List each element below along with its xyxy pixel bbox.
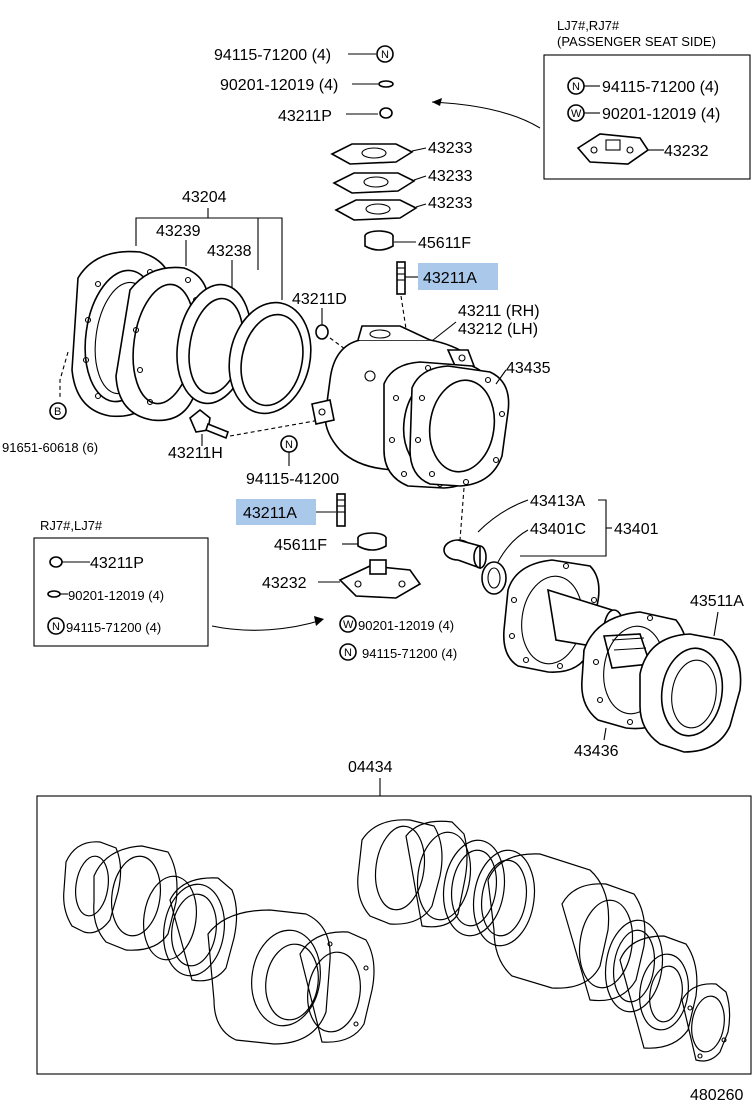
highlight-43211A-top [418, 263, 498, 290]
inset-top-title-2: (PASSENGER SEAT SIDE) [557, 34, 716, 49]
pointer-arrow-top [431, 101, 541, 129]
symbol-n-text-top: N [381, 49, 389, 61]
inset-passenger-side: LJ7#,RJ7# (PASSENGER SEAT SIDE) N 94115-… [543, 18, 751, 180]
highlight-43211A-bottom [236, 499, 316, 525]
label-43233-b[interactable]: 43233 [428, 168, 473, 185]
symbol-n-text-right: N [344, 647, 352, 659]
bushing-45611F-top [364, 230, 394, 251]
label-43204[interactable]: 43204 [182, 189, 227, 206]
nut-icon [379, 107, 393, 119]
washer-icon-inset [47, 590, 61, 598]
label-43413A[interactable]: 43413A [530, 493, 585, 510]
gasket-kit-left-group [63, 841, 375, 1045]
symbol-n-text-inset: N [52, 621, 60, 633]
label-04434[interactable]: 04434 [348, 759, 393, 776]
gasket-43233-3 [334, 199, 418, 221]
circle-n-symbol-right [339, 643, 357, 661]
gasket-43233-1 [330, 143, 414, 165]
arrowhead-top [432, 98, 442, 106]
circle-n-symbol-top [376, 45, 394, 63]
inset-left-frame [33, 537, 209, 647]
oil-seal-ring [228, 301, 312, 415]
label-94115-71200-top[interactable]: 94115-71200 (4) [214, 47, 331, 64]
plate-43232-inset-icon [576, 133, 650, 165]
bolt-43211H [189, 408, 229, 440]
centerline-hub [459, 487, 465, 541]
stud-43211A-bottom [336, 493, 346, 527]
label-43436[interactable]: 43436 [574, 743, 619, 760]
label-43211A-bottom[interactable]: 43211A [243, 505, 297, 522]
nut-icon-inset [49, 556, 63, 568]
stud-43211A-top [396, 261, 406, 295]
label-90201-12019-top[interactable]: 90201-12019 (4) [220, 77, 338, 94]
inset-top-frame [543, 54, 751, 180]
plug-43211D [315, 324, 329, 340]
label-43211A-top[interactable]: 43211A [423, 270, 477, 287]
gasket-kit-frame [36, 795, 752, 1075]
plate-43232-bottom [338, 559, 422, 599]
label-90201-12019-right[interactable]: 90201-12019 (4) [358, 618, 454, 633]
label-43233-c[interactable]: 43233 [428, 195, 473, 212]
label-94115-71200-inset[interactable]: 94115-71200 (4) [602, 79, 719, 96]
label-94115-41200[interactable]: 94115-41200 [246, 471, 339, 488]
bearing-43401C [481, 561, 507, 595]
label-90201-12019-inset[interactable]: 90201-12019 (4) [602, 106, 720, 123]
label-43232-bottom[interactable]: 43232 [262, 575, 307, 592]
symbol-b-text: B [54, 406, 61, 418]
label-45611F-bottom[interactable]: 45611F [274, 537, 327, 554]
symbol-w-text: W [571, 108, 582, 120]
symbol-n-text: N [572, 81, 580, 93]
inset-driver-side: RJ7#,LJ7# 43211P 90201-12019 (4) N 94115… [33, 518, 209, 647]
label-43435[interactable]: 43435 [506, 360, 551, 377]
label-43401C[interactable]: 43401C [530, 521, 586, 538]
bracket-43204 [135, 217, 283, 300]
gasket-43233-2 [332, 172, 416, 194]
label-43211D[interactable]: 43211D [292, 291, 347, 308]
label-91651-60618[interactable]: 91651-60618 (6) [2, 440, 98, 455]
label-43211P-inset[interactable]: 43211P [90, 555, 144, 572]
label-45611F-top[interactable]: 45611F [418, 235, 471, 252]
label-43211H[interactable]: 43211H [168, 445, 223, 462]
label-94115-71200-inset-left[interactable]: 94115-71200 (4) [66, 620, 161, 635]
label-43238[interactable]: 43238 [207, 243, 252, 260]
figure-id: 480260 [690, 1087, 743, 1104]
bushing-43413A [443, 539, 487, 570]
circle-b-symbol [49, 402, 67, 420]
circle-w-symbol-mid [339, 615, 357, 633]
label-43511A[interactable]: 43511A [690, 593, 744, 610]
label-90201-12019-inset-left[interactable]: 90201-12019 (4) [68, 588, 164, 603]
gasket-kit-right-group [357, 819, 731, 1062]
bushing-45611F-bottom [357, 532, 387, 551]
label-43401[interactable]: 43401 [614, 521, 659, 538]
label-43232-inset[interactable]: 43232 [664, 143, 709, 160]
label-43211-rh[interactable]: 43211 (RH) [458, 303, 540, 320]
arrowhead-left [314, 616, 324, 626]
label-94115-71200-right[interactable]: 94115-71200 (4) [362, 646, 457, 661]
gasket-43435 [409, 365, 510, 487]
label-43211P-top[interactable]: 43211P [278, 108, 332, 125]
symbol-n-text-mid: N [285, 439, 293, 451]
pointer-arrow-left [211, 619, 323, 631]
inset-top-title-1: LJ7#,RJ7# [557, 18, 620, 33]
oil-seal-43511A [639, 633, 742, 753]
label-43233-a[interactable]: 43233 [428, 140, 473, 157]
centerline-cover [59, 351, 69, 398]
label-43212-lh[interactable]: 43212 (LH) [458, 321, 538, 338]
washer-icon [378, 80, 394, 88]
symbol-w-text-mid: W [343, 619, 354, 631]
label-43239[interactable]: 43239 [156, 223, 201, 240]
circle-n-symbol-inset [47, 617, 65, 635]
inset-left-title: RJ7#,LJ7# [40, 518, 103, 533]
centerline-bolt [229, 419, 321, 437]
